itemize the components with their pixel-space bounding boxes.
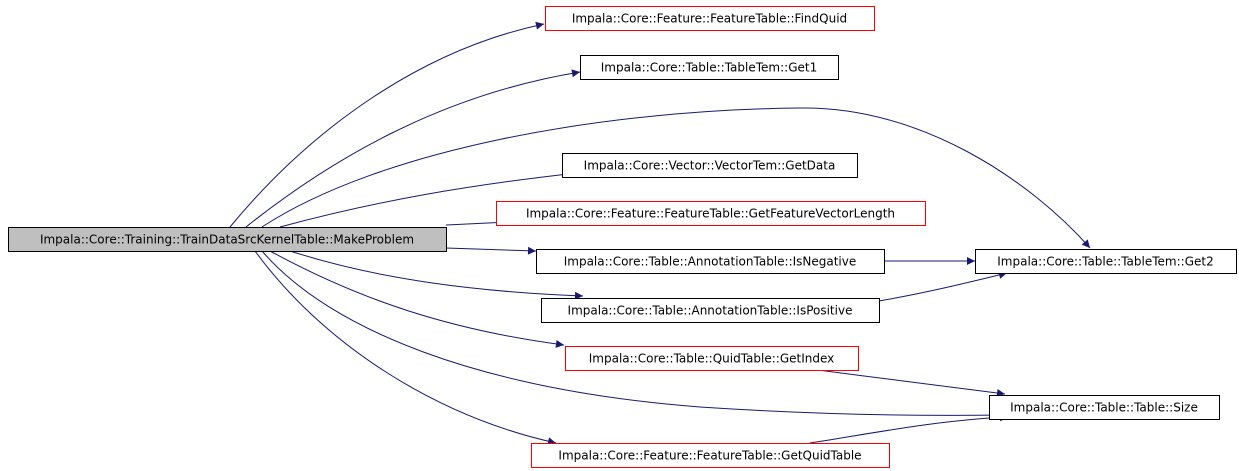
- node-label: Impala::Core::Table::TableTem::Get1: [601, 61, 817, 75]
- node-label: Impala::Core::Feature::FeatureTable::Get…: [558, 449, 861, 463]
- node-box: [562, 153, 858, 178]
- node-label: Impala::Core::Table::Table::Size: [1010, 401, 1198, 415]
- node-get2[interactable]: Impala::Core::Table::TableTem::Get2: [975, 249, 1237, 274]
- edge-is-positive-to-get2: [878, 271, 1008, 302]
- node-layer: Impala::Core::Training::TrainDataSrcKern…: [8, 6, 1237, 468]
- edge-make-problem-to-get-index: [269, 250, 565, 348]
- node-label: Impala::Core::Feature::FeatureTable::Fin…: [572, 12, 847, 26]
- edge-make-problem-to-is-negative: [445, 246, 537, 255]
- node-box: [496, 201, 926, 226]
- node-is-negative[interactable]: Impala::Core::Table::AnnotationTable::Is…: [536, 249, 885, 274]
- edge-make-problem-to-size: [261, 250, 1004, 420]
- node-get-data[interactable]: Impala::Core::Vector::VectorTem::GetData: [562, 153, 858, 178]
- edge-make-problem-to-find-quid: [229, 21, 545, 228]
- node-box: [565, 346, 859, 371]
- node-get-feature-vector-length[interactable]: Impala::Core::Feature::FeatureTable::Get…: [496, 201, 926, 226]
- node-label: Impala::Core::Training::TrainDataSrcKern…: [40, 233, 414, 247]
- edge-make-problem-to-get-data: [279, 169, 578, 228]
- node-box: [8, 227, 447, 252]
- edge-make-problem-to-get-quid-table: [254, 250, 557, 446]
- node-box: [541, 298, 880, 323]
- node-get-index[interactable]: Impala::Core::Table::QuidTable::GetIndex: [565, 346, 859, 371]
- edge-make-problem-to-get1: [245, 69, 581, 228]
- node-is-positive[interactable]: Impala::Core::Table::AnnotationTable::Is…: [541, 298, 880, 323]
- node-make-problem: Impala::Core::Training::TrainDataSrcKern…: [8, 227, 447, 252]
- node-box: [989, 395, 1220, 420]
- node-label: Impala::Core::Table::AnnotationTable::Is…: [564, 255, 857, 269]
- node-label: Impala::Core::Table::TableTem::Get2: [997, 255, 1213, 269]
- edge-get-index-to-size: [817, 369, 1006, 397]
- node-size[interactable]: Impala::Core::Table::Table::Size: [989, 395, 1220, 420]
- node-find-quid[interactable]: Impala::Core::Feature::FeatureTable::Fin…: [545, 6, 875, 31]
- node-box: [531, 443, 890, 468]
- edge-get-quid-table-to-size: [809, 413, 1009, 444]
- node-label: Impala::Core::Table::QuidTable::GetIndex: [589, 352, 835, 366]
- node-label: Impala::Core::Feature::FeatureTable::Get…: [526, 207, 895, 221]
- node-box: [580, 55, 839, 80]
- node-box: [545, 6, 875, 31]
- node-label: Impala::Core::Vector::VectorTem::GetData: [584, 159, 836, 173]
- node-get1[interactable]: Impala::Core::Table::TableTem::Get1: [580, 55, 839, 80]
- node-label: Impala::Core::Table::AnnotationTable::Is…: [568, 304, 853, 318]
- node-box: [536, 249, 885, 274]
- node-box: [975, 249, 1237, 274]
- edge-make-problem-to-is-positive: [289, 250, 584, 300]
- edge-make-problem-to-get2: [261, 107, 1091, 249]
- node-get-quid-table[interactable]: Impala::Core::Feature::FeatureTable::Get…: [531, 443, 890, 468]
- edge-layer: [229, 21, 1091, 446]
